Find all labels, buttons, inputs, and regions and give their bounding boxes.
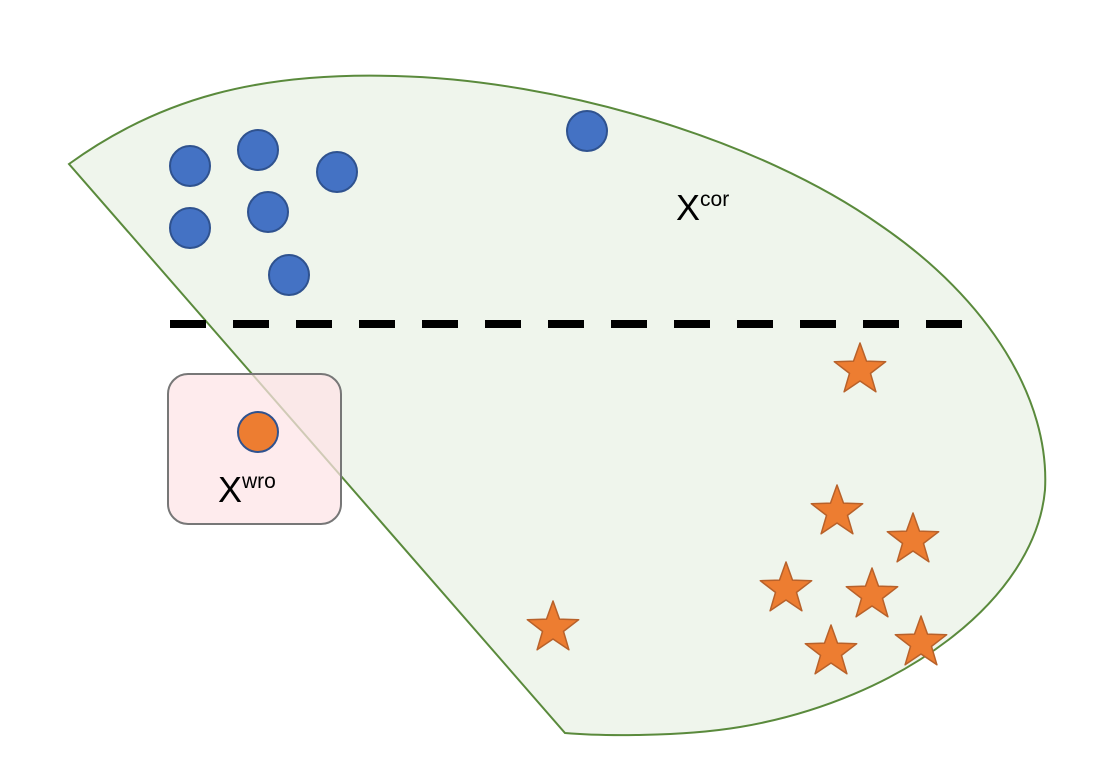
- class-b-star: [526, 600, 580, 651]
- class-b-star: [894, 615, 948, 666]
- class-a-point: [316, 151, 358, 193]
- wrong-label-sup: wro: [241, 470, 276, 493]
- class-a-point: [566, 110, 608, 152]
- wrong-region-label: Xwro: [218, 469, 276, 510]
- class-a-circles: [169, 110, 608, 296]
- correct-region: [67, 74, 1047, 737]
- correct-label-main: X: [676, 187, 700, 228]
- correct-label-sup: cor: [700, 188, 729, 211]
- class-b-star: [810, 484, 864, 535]
- class-a-point: [237, 129, 279, 171]
- class-a-point: [169, 207, 211, 249]
- class-b-star: [886, 512, 940, 563]
- misclassified-point: [237, 411, 279, 453]
- class-b-stars: [526, 342, 948, 675]
- class-b-star: [833, 342, 887, 393]
- class-a-point: [247, 191, 289, 233]
- wrong-label-main: X: [218, 469, 242, 510]
- class-a-point: [169, 145, 211, 187]
- class-b-star: [804, 624, 858, 675]
- class-a-point: [268, 254, 310, 296]
- class-b-star: [759, 561, 813, 612]
- class-b-star: [845, 567, 899, 618]
- correct-region-label: Xcor: [676, 187, 729, 228]
